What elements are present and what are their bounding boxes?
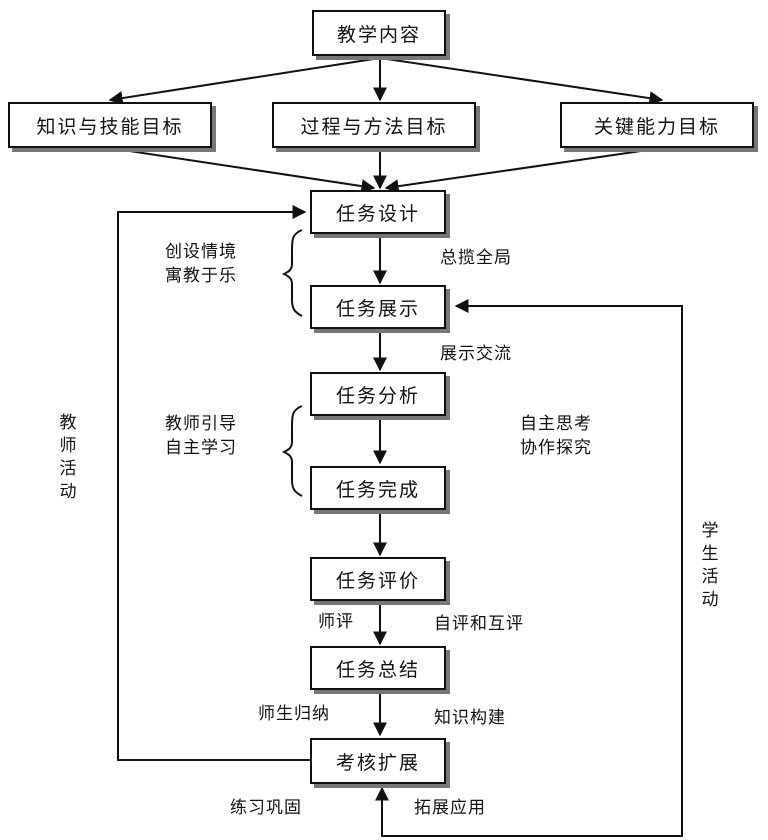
- label-teacher-activity: 教师活动: [58, 412, 78, 504]
- label-student-activity-text: 学生活动: [701, 521, 719, 610]
- node-process-method-goal: 过程与方法目标: [272, 102, 476, 148]
- label-teacher-guide-line2: 自主学习: [165, 438, 237, 458]
- node-assess-extend: 考核扩展: [310, 738, 446, 784]
- label-extend-apply: 拓展应用: [414, 798, 486, 818]
- brace-left-1: [281, 229, 303, 317]
- label-teacher-guide-line1: 教师引导: [165, 414, 237, 434]
- label-induction: 师生归纳: [258, 704, 330, 724]
- label-create-situation: 创设情境 寓教于乐: [165, 240, 237, 288]
- label-self-peer-eval: 自评和互评: [434, 614, 524, 634]
- label-teacher-activity-text: 教师活动: [59, 413, 77, 502]
- arrow-content-to-ability: [379, 57, 664, 106]
- label-teacher-eval: 师评: [318, 612, 354, 632]
- label-knowledge-construct: 知识构建: [434, 708, 506, 728]
- brace-left-2: [281, 405, 303, 497]
- label-independent-explore-line1: 自主思考: [520, 414, 592, 434]
- node-task-design: 任务设计: [310, 190, 446, 234]
- arrow-knowledge-to-design: [109, 147, 376, 194]
- node-key-ability-goal: 关键能力目标: [560, 102, 754, 148]
- node-task-evaluate: 任务评价: [310, 557, 446, 601]
- label-create-situation-line2: 寓教于乐: [165, 266, 237, 286]
- node-task-summary: 任务总结: [310, 646, 446, 690]
- label-create-situation-line1: 创设情境: [165, 242, 237, 262]
- node-task-display: 任务展示: [310, 285, 446, 329]
- arrow-content-to-knowledge: [108, 57, 381, 105]
- label-student-activity: 学生活动: [700, 520, 720, 612]
- arrow-ability-to-design: [384, 147, 663, 194]
- label-overview: 总揽全局: [440, 248, 512, 268]
- node-knowledge-skill-goal: 知识与技能目标: [8, 102, 212, 148]
- node-task-complete: 任务完成: [310, 466, 446, 510]
- node-teaching-content: 教学内容: [312, 10, 446, 56]
- label-practice: 练习巩固: [230, 798, 302, 818]
- label-independent-explore: 自主思考 协作探究: [520, 412, 592, 460]
- label-display-exchange: 展示交流: [440, 344, 512, 364]
- label-teacher-guide: 教师引导 自主学习: [165, 412, 237, 460]
- node-task-analysis: 任务分析: [310, 372, 446, 416]
- teacher-loop-arrow: [117, 205, 312, 761]
- label-independent-explore-line2: 协作探究: [520, 438, 592, 458]
